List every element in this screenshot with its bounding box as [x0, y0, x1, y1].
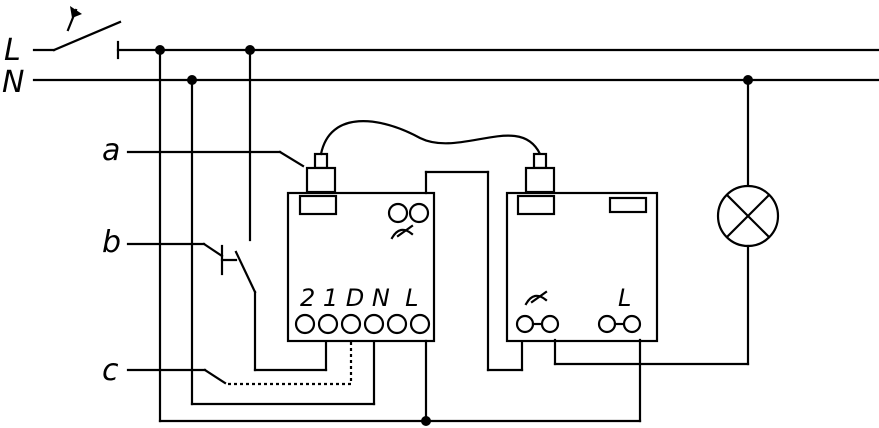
terminal-labels-left: 2 1 D N L: [300, 284, 419, 312]
pushbutton-icon: [220, 244, 257, 294]
label-a: a: [102, 133, 120, 168]
neutral-label: N: [2, 65, 24, 100]
terminal-row-left: [294, 313, 431, 335]
line-label: L: [4, 33, 21, 68]
interconnect-cable: [319, 120, 542, 156]
connector-plug-left: [298, 152, 338, 216]
label-c: c: [102, 353, 119, 388]
terminal-label-right-l: L: [618, 284, 631, 312]
label-b: b: [102, 225, 121, 260]
dimmer-module-left: [286, 191, 436, 343]
terminal-row-right: [515, 314, 642, 334]
connector-plug-right: [516, 152, 556, 216]
lamp-icon: [716, 184, 780, 248]
main-switch-icon: [32, 6, 122, 60]
dimmer-symbol-icon: [390, 224, 414, 240]
